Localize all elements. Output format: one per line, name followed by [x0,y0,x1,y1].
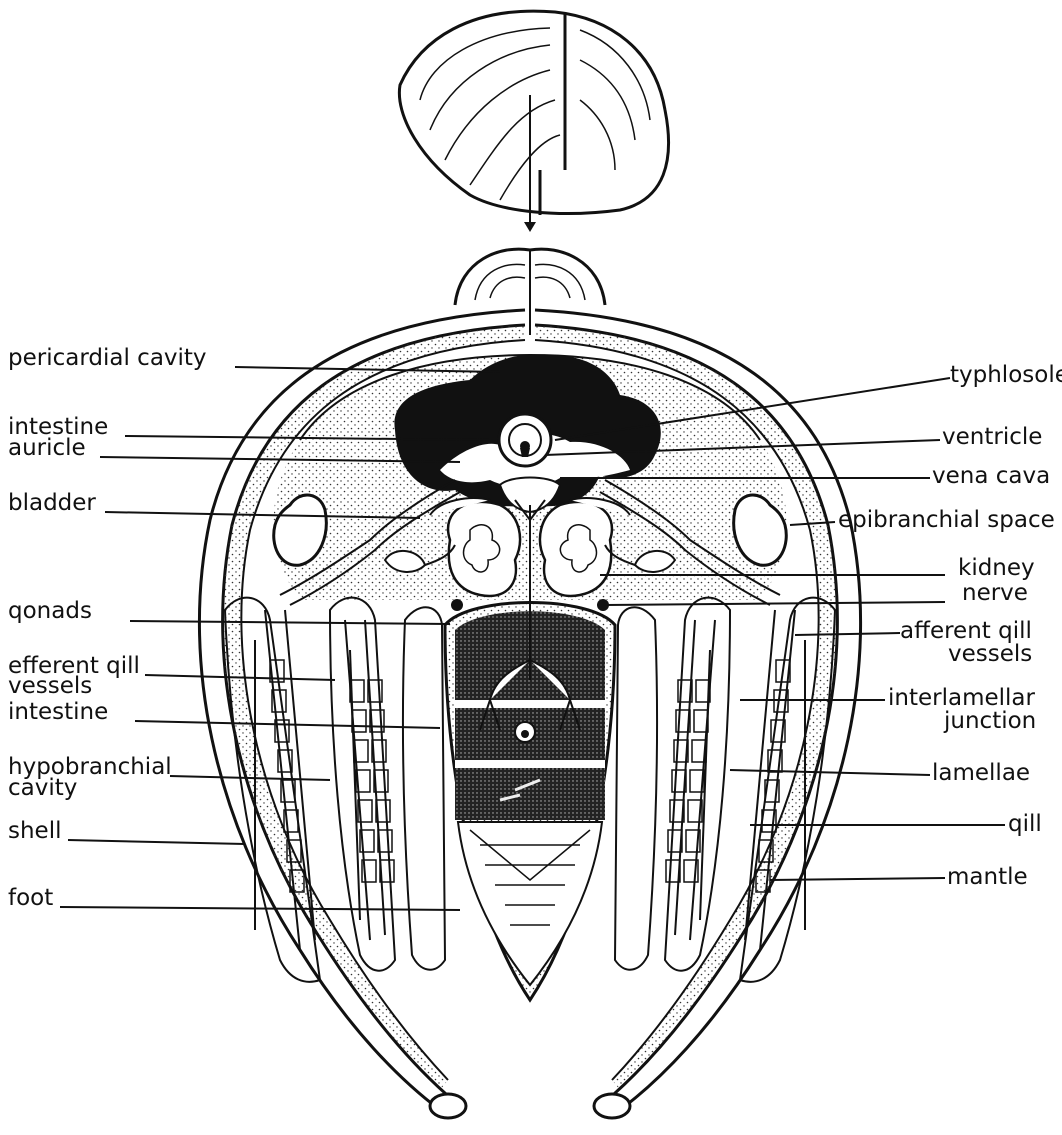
label-efferent-gill-vessels-line2: vessels [8,673,92,699]
label-kidney: kidney [958,555,1035,581]
label-foot: foot [8,885,53,911]
labels-right: typhlosole ventricle vena cava epibranch… [838,362,1062,890]
labels-left: pericardial cavity intestine auricle bla… [8,345,207,911]
label-mantle: mantle [947,864,1028,890]
label-afferent-gill-vessels-line2: vessels [948,641,1032,667]
whole-clam-shell [399,11,668,232]
label-epibranchial-space: epibranchial space [838,507,1055,533]
label-typhlosole: typhlosole [950,362,1062,388]
label-intestine-lower: intestine [8,699,108,725]
label-vena-cava: vena cava [932,463,1050,489]
label-nerve: nerve [962,580,1028,606]
label-gonads: qonads [8,598,92,624]
label-gill: qill [1008,811,1042,837]
label-interlamellar-junction-line2: junction [943,708,1036,734]
label-lamellae: lamellae [932,760,1030,786]
hinge-region [455,249,605,335]
label-shell: shell [8,818,62,844]
label-pericardial-cavity: pericardial cavity [8,345,207,371]
label-bladder: bladder [8,490,96,516]
label-ventricle: ventricle [942,424,1042,450]
label-auricle: auricle [8,435,86,461]
label-hypobranchial-cavity-line2: cavity [8,775,77,801]
